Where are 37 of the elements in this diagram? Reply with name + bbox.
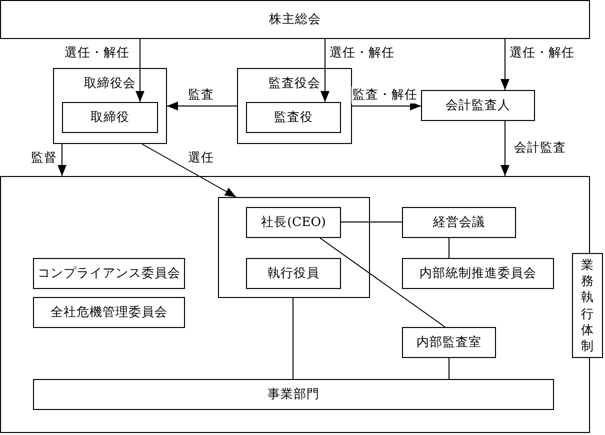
org-box: 社長(CEO)	[246, 207, 341, 238]
edge-label: 選任・解任	[328, 44, 396, 62]
connector-line	[448, 238, 450, 258]
org-box: 取締役	[62, 102, 158, 133]
group-box	[218, 197, 370, 298]
connector-line	[320, 238, 446, 328]
arrow	[136, 38, 144, 102]
arrow	[166, 102, 238, 110]
org-box: 内部監査室	[402, 327, 496, 358]
org-box: 全社危機管理委員会	[33, 297, 185, 328]
org-box: 会計監査人	[421, 90, 535, 121]
vertical-label-box: 業務執行体制	[572, 253, 603, 358]
arrow	[320, 38, 330, 102]
org-box: コンプライアンス委員会	[33, 258, 185, 289]
org-box: 経営会議	[402, 207, 516, 238]
connector-line	[448, 358, 450, 380]
group-box	[53, 68, 167, 144]
edge-label: 選任	[187, 150, 215, 166]
box-heading: 取締役会	[83, 75, 137, 92]
org-box: 内部統制推進委員会	[402, 258, 554, 289]
org-box: 事業部門	[33, 379, 554, 410]
edge-label: 会計監査	[513, 140, 567, 156]
arrow	[500, 38, 510, 90]
connector-line	[292, 298, 294, 380]
arrow	[58, 144, 66, 176]
box-heading: 監査役会	[268, 75, 322, 92]
arrow	[142, 144, 236, 198]
arrow	[500, 120, 510, 176]
edge-label: 監督	[30, 150, 58, 166]
arrow	[352, 102, 422, 110]
org-box: 監査役	[246, 102, 341, 133]
org-box: 株主総会	[0, 0, 590, 39]
org-box: 執行役員	[246, 258, 341, 289]
edge-label: 選任・解任	[508, 44, 576, 62]
group-box	[237, 68, 352, 144]
edge-label: 選任・解任	[64, 44, 130, 62]
edge-label: 監査・解任	[352, 86, 418, 104]
